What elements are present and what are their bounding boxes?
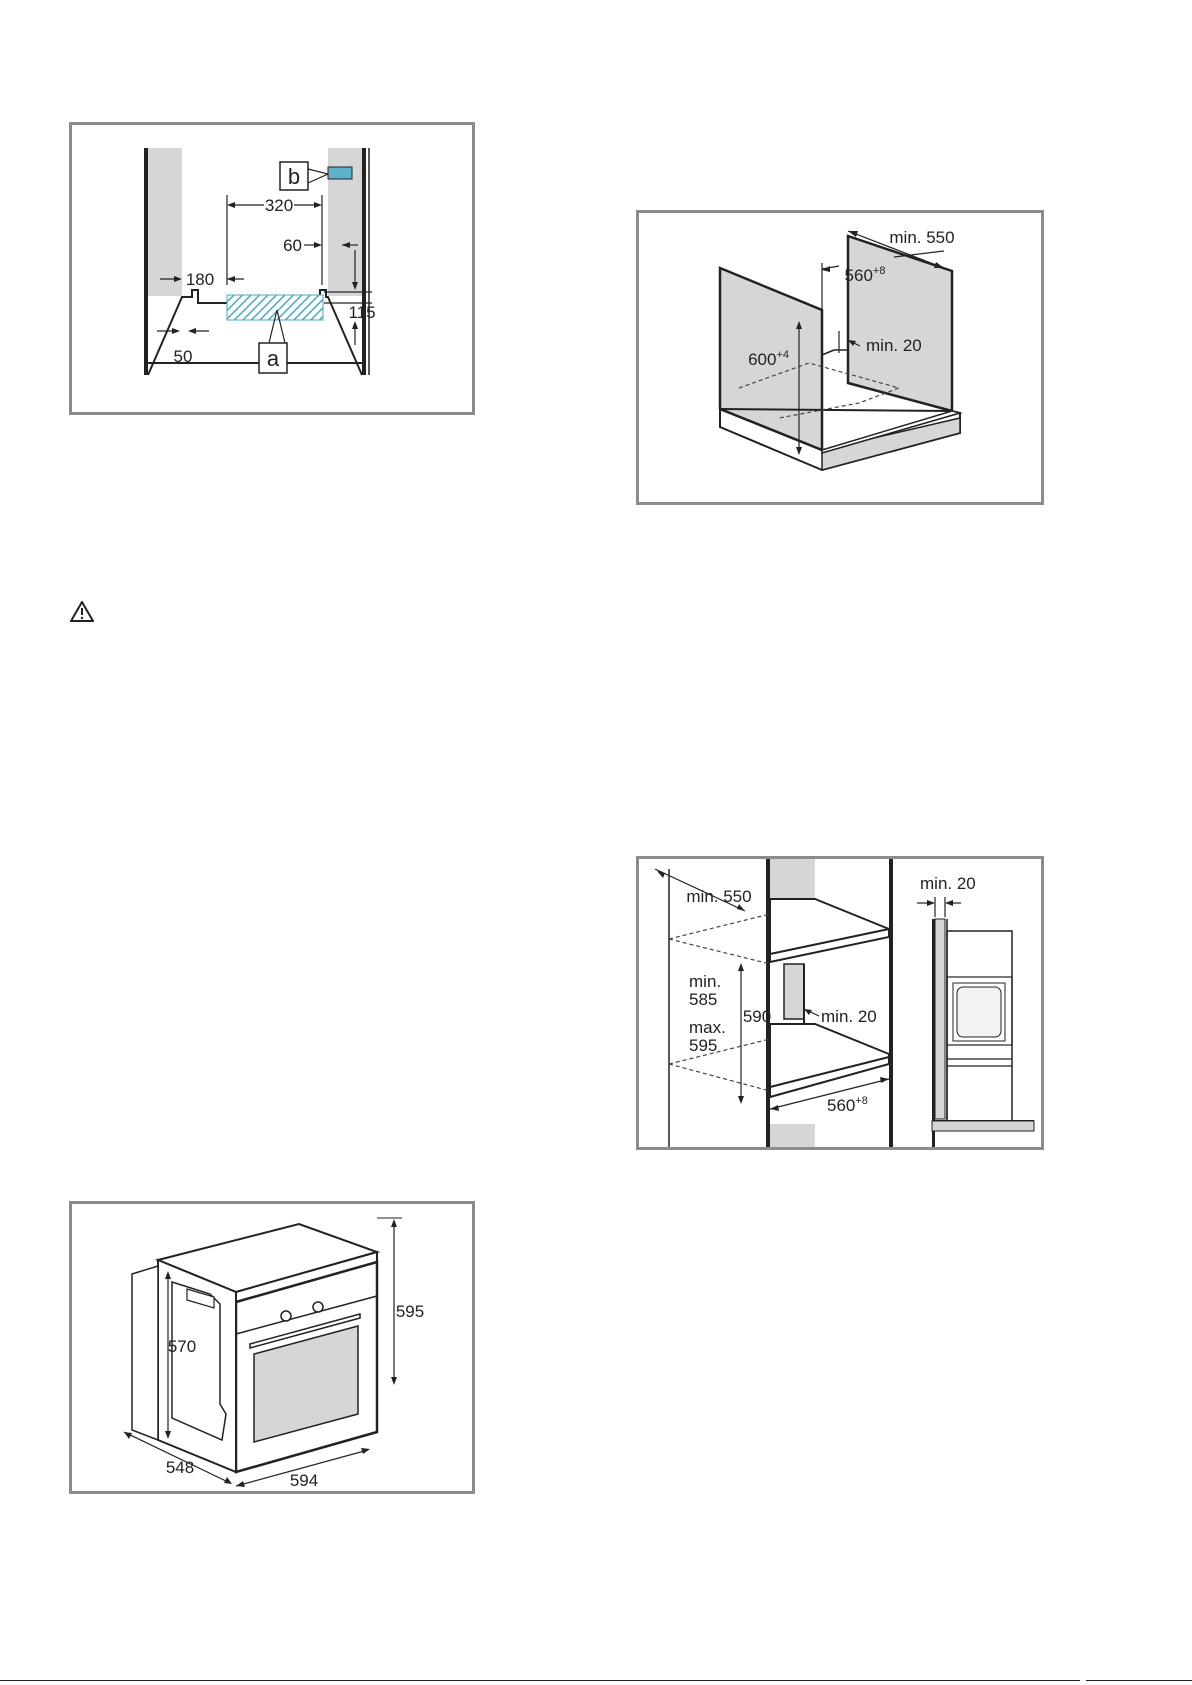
footer-rule-left: [0, 1680, 1080, 1681]
dim-width-560: 560+8: [827, 1095, 868, 1115]
dim-height-590: 590: [743, 1007, 771, 1026]
cabinet-floor-drawing: 320 60 180 115 50 a b: [72, 125, 472, 412]
left-wall: [148, 148, 182, 296]
dim-60: 60: [283, 236, 302, 255]
label-b: b: [288, 164, 300, 189]
right-wall-edge: [362, 148, 366, 375]
footer-rule-right: [1086, 1680, 1192, 1681]
oven-drawing: 595 570 548 594: [72, 1204, 472, 1491]
dim-180: 180: [186, 270, 214, 289]
figure-oven-dimensions: 595 570 548 594: [69, 1201, 475, 1494]
dim-width-594: 594: [290, 1471, 318, 1490]
warning-triangle-icon: [70, 601, 94, 627]
dim-depth-min-550: min. 550: [889, 228, 954, 247]
base-cabinet-drawing: min. 550 560+8 600+4 min. 20: [639, 213, 1041, 502]
dim-50: 50: [174, 347, 193, 366]
figure-tall-cabinet-dimensions: min. 550 min. 585 max. 595 590 min. 20 5…: [636, 856, 1044, 1150]
dim-gap-min-20: min. 20: [866, 336, 922, 355]
dim-depth-min-550: min. 550: [686, 887, 751, 906]
dim-side-gap-min-20: min. 20: [920, 874, 976, 893]
label-a: a: [267, 346, 280, 371]
dim-depth-548: 548: [166, 1458, 194, 1477]
dim-320: 320: [265, 196, 293, 215]
dim-max-595: 595: [689, 1036, 717, 1055]
figure-base-cabinet-dimensions: min. 550 560+8 600+4 min. 20: [636, 210, 1044, 505]
dim-inner-570: 570: [168, 1337, 196, 1356]
dim-gap-min-20: min. 20: [821, 1007, 877, 1026]
figure-cabinet-floor-cutout: 320 60 180 115 50 a b: [69, 122, 475, 415]
mounting-bracket: [328, 167, 352, 179]
dim-min-label: min.: [689, 972, 721, 991]
dim-max-label: max.: [689, 1018, 726, 1037]
dim-min-585: 585: [689, 990, 717, 1009]
dim-115: 115: [348, 303, 375, 322]
left-wall-edge: [144, 148, 148, 375]
oven-knob-right: [313, 1302, 323, 1312]
back-panel: [848, 236, 952, 411]
side-view-oven: [957, 987, 1001, 1037]
oven-knob-left: [281, 1311, 291, 1321]
dim-height-595: 595: [396, 1302, 424, 1321]
tall-cabinet-drawing: min. 550 min. 585 max. 595 590 min. 20 5…: [639, 859, 1041, 1147]
